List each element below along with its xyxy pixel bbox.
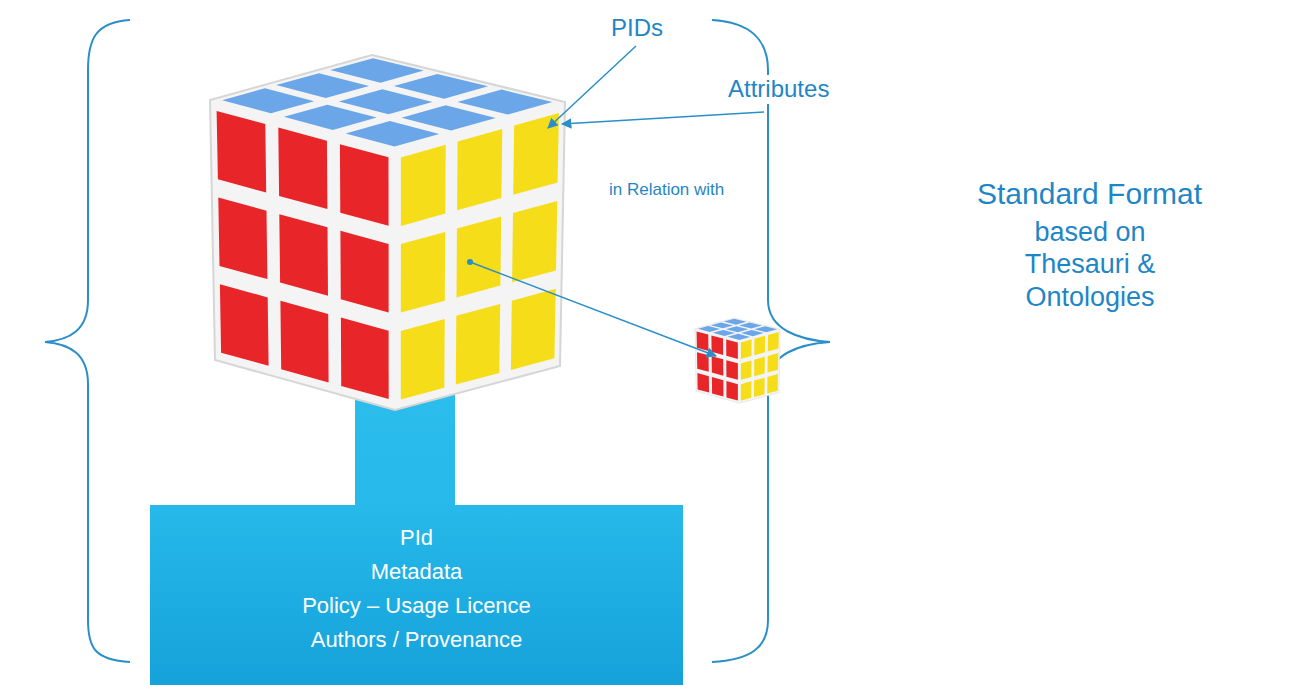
cube-sticker xyxy=(697,373,709,393)
cube-sticker xyxy=(711,322,733,328)
cube-sticker xyxy=(456,304,500,385)
cube-sticker xyxy=(713,330,735,336)
left-brace xyxy=(45,20,130,662)
cube-sticker xyxy=(401,319,445,399)
cube-sticker xyxy=(726,339,738,359)
cube-sticker xyxy=(339,89,433,114)
cube-sticker xyxy=(511,289,556,370)
leader-line xyxy=(470,262,716,356)
box-line: Metadata xyxy=(150,555,683,589)
cube-sticker xyxy=(754,326,777,332)
cube-sticker xyxy=(401,232,445,313)
cube-sticker xyxy=(340,231,388,313)
cube-sticker xyxy=(217,111,267,193)
cube-sticker xyxy=(741,381,752,400)
side-text: based on Thesauri & Ontologies xyxy=(992,216,1188,313)
cube-sticker xyxy=(330,58,424,82)
cube-sticker xyxy=(346,121,440,147)
cube-sticker xyxy=(697,352,709,372)
cube-sticker xyxy=(697,331,709,351)
box-line: PId xyxy=(150,521,683,555)
info-box: PIdMetadataPolicy – Usage LicenceAuthors… xyxy=(150,505,683,685)
cube-sticker xyxy=(741,360,752,379)
leader-line xyxy=(548,46,636,128)
rubiks-cube xyxy=(210,55,565,410)
cube-sticker xyxy=(276,73,369,98)
cube-sticker xyxy=(768,332,779,352)
cube-sticker xyxy=(218,198,267,280)
cube-sticker xyxy=(754,357,765,376)
cube-sticker xyxy=(768,353,779,373)
cube-sticker xyxy=(726,360,738,380)
cube-sticker xyxy=(402,105,496,130)
cube-sticker xyxy=(728,334,750,340)
cube-sticker xyxy=(754,378,765,397)
cube-sticker xyxy=(278,128,327,210)
cube-sticker xyxy=(739,323,762,329)
relation-label: in Relation with xyxy=(606,180,727,200)
cube-sticker xyxy=(726,381,737,401)
cube-sticker xyxy=(726,326,748,332)
cube-sticker xyxy=(394,74,488,99)
cube-sticker xyxy=(712,377,724,397)
cube-sticker xyxy=(284,105,377,130)
cube-sticker xyxy=(340,144,389,226)
cube-sticker xyxy=(512,201,557,282)
cube-sticker xyxy=(280,301,328,383)
cube-sticker xyxy=(457,129,502,210)
cube-body xyxy=(695,318,780,403)
cube-sticker xyxy=(724,319,746,325)
cube-sticker xyxy=(457,216,502,297)
cube-sticker xyxy=(741,330,764,336)
right-brace xyxy=(712,20,830,662)
box-line: Authors / Provenance xyxy=(150,623,683,657)
cube-sticker xyxy=(222,88,314,113)
callout-label: PIDs xyxy=(608,14,666,43)
box-line: Policy – Usage Licence xyxy=(150,589,683,623)
rubiks-cube-small xyxy=(695,318,780,403)
cube-sticker xyxy=(457,90,552,115)
cube-sticker xyxy=(741,340,752,359)
cube-sticker xyxy=(401,145,446,226)
cube-sticker xyxy=(279,214,328,296)
cube-sticker xyxy=(220,284,269,366)
cube-sticker xyxy=(754,336,765,356)
cube-sticker xyxy=(698,326,720,332)
cube-body xyxy=(210,55,565,410)
callout-label: Attributes xyxy=(725,75,832,104)
leader-line xyxy=(562,112,764,124)
cube-sticker xyxy=(341,318,389,400)
cube-sticker xyxy=(712,356,724,376)
side-heading: Standard Format xyxy=(974,176,1205,212)
cube-sticker xyxy=(767,374,778,393)
cube-sticker xyxy=(711,335,723,355)
